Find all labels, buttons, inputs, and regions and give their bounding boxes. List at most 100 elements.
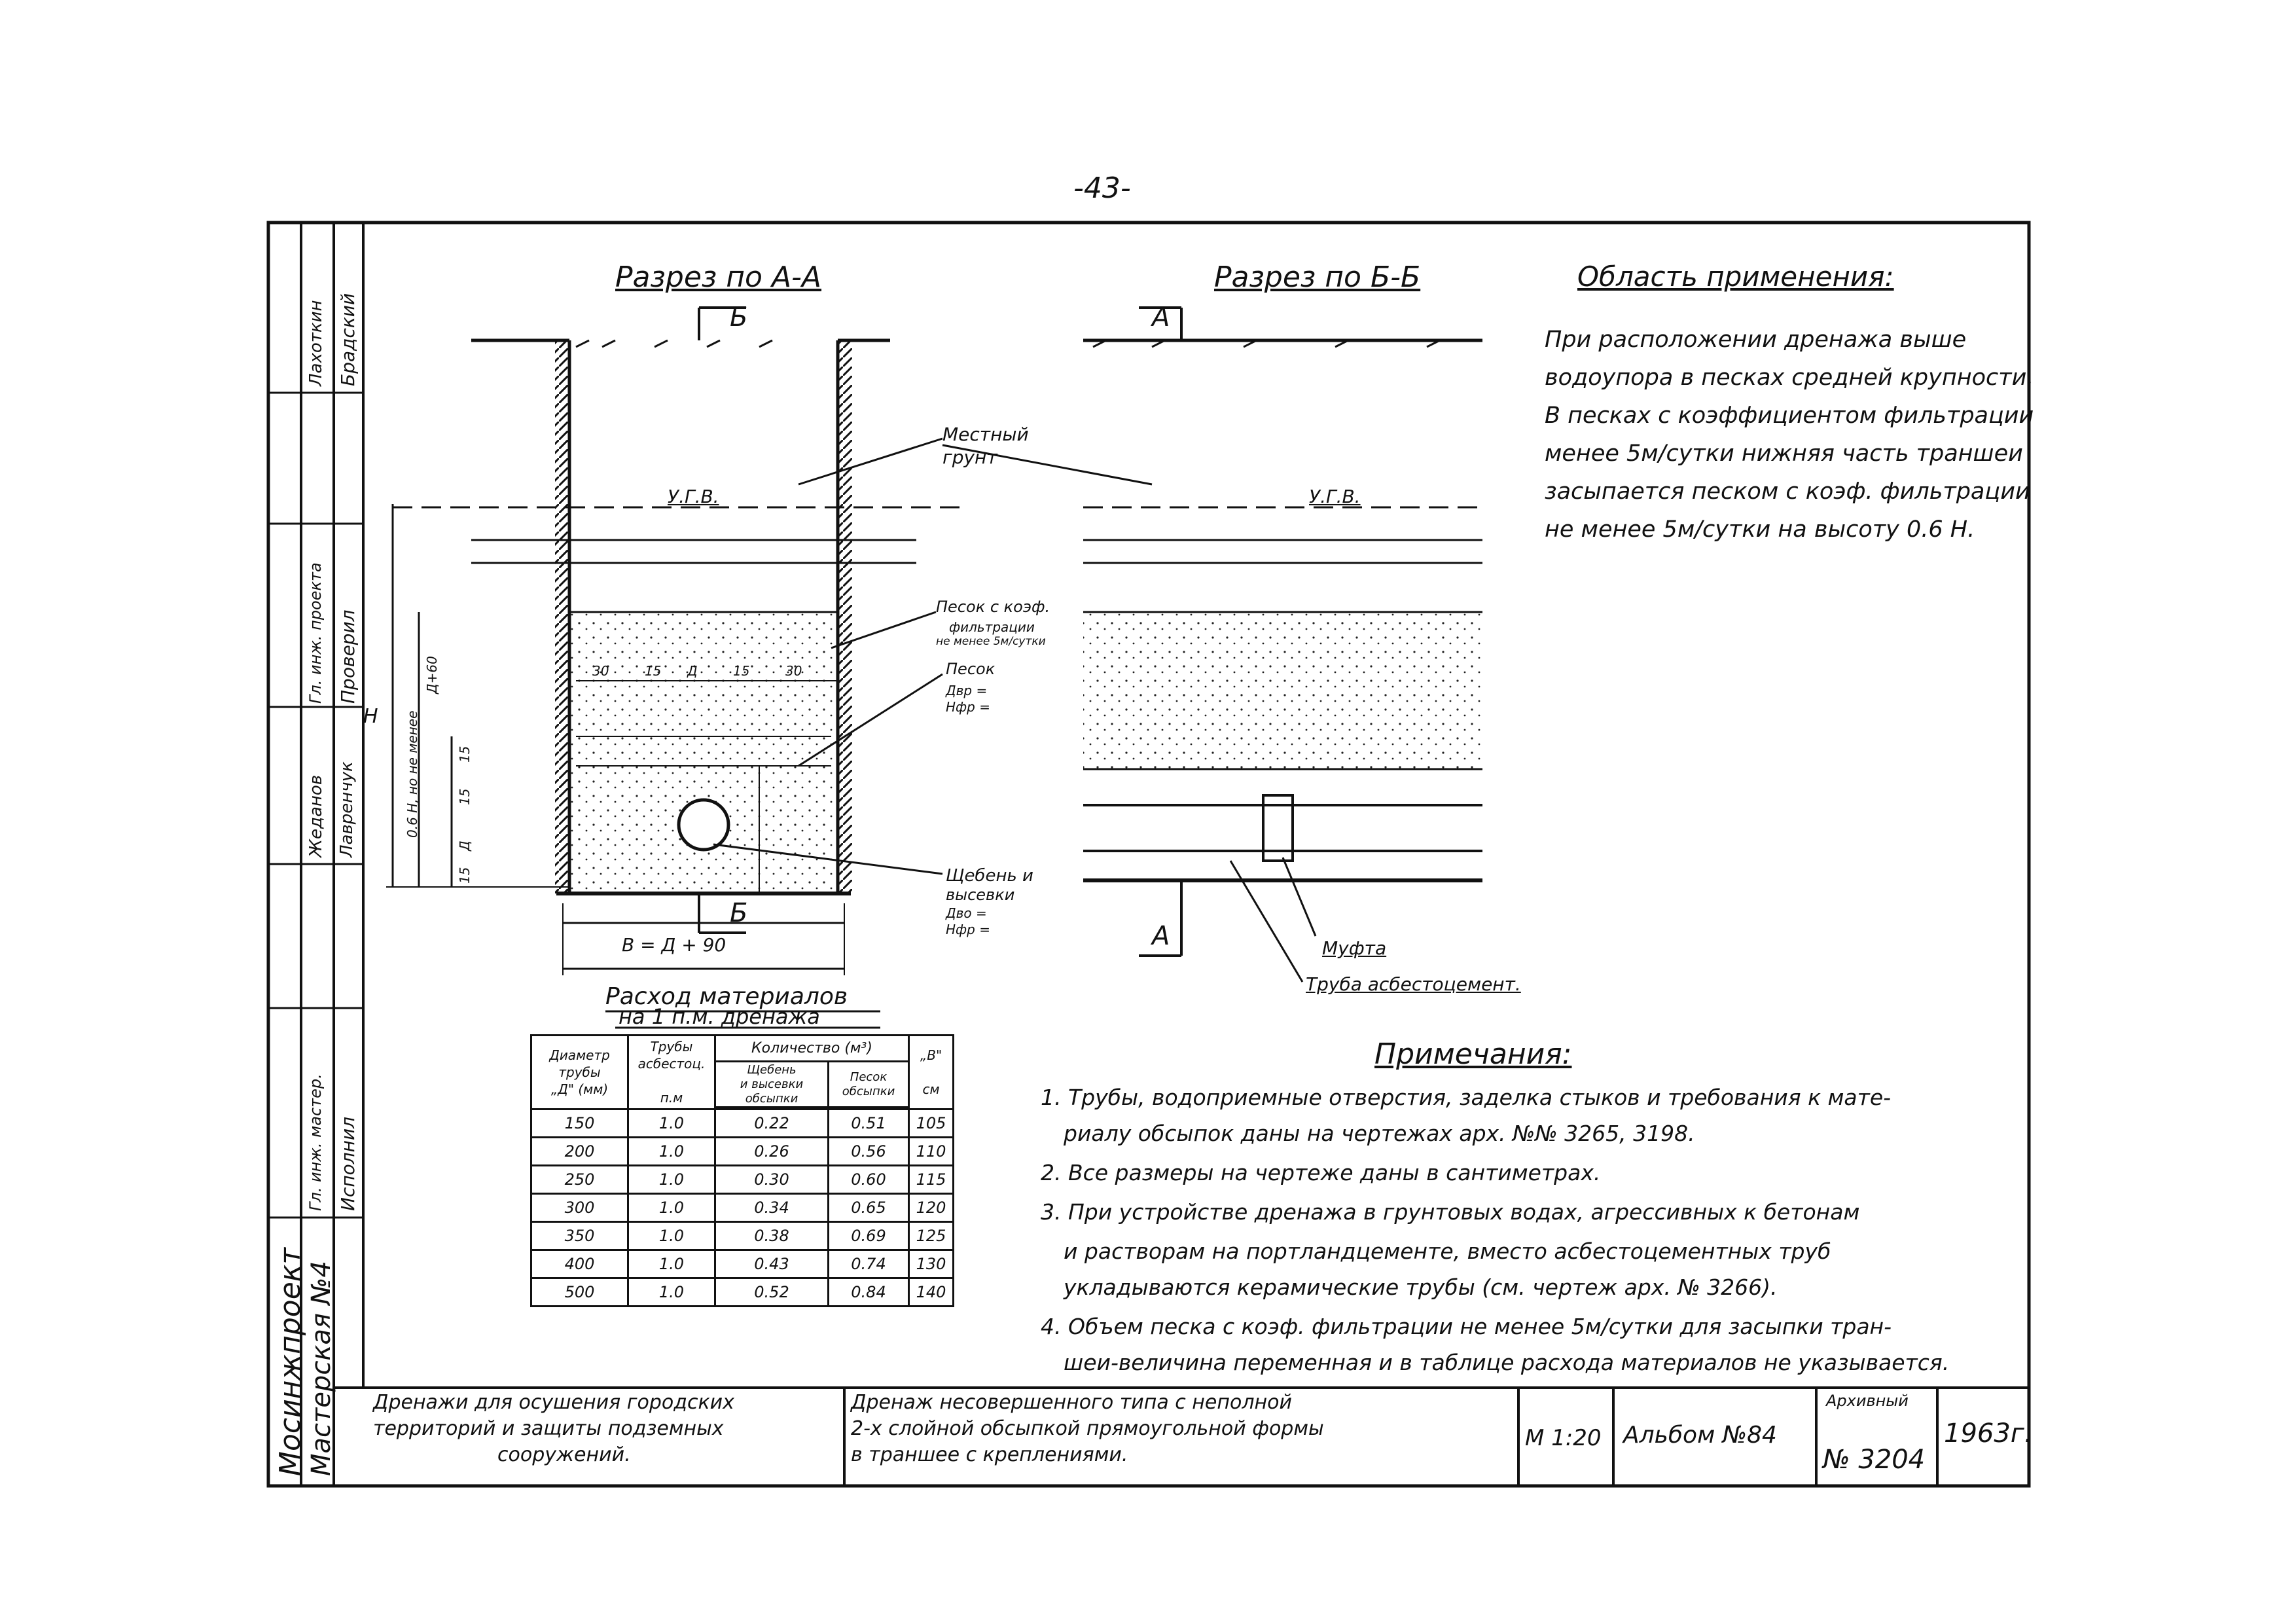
sidebar-name-3: Лавренчук (337, 761, 357, 857)
callout-gravel-1: Щебень и (946, 866, 1033, 886)
table-cell: 0.52 (714, 1277, 829, 1307)
table-cell: 125 (908, 1221, 954, 1251)
callout-sand-filter-2: фильтрации (949, 619, 1035, 635)
table-cell: 1.0 (627, 1221, 716, 1251)
table-cell: 130 (908, 1249, 954, 1279)
dim-h-label: 0.6 Н, но не менее (404, 710, 420, 838)
dim-left-2: Д (457, 840, 473, 851)
section-aa-ugv: У.Г.В. (668, 486, 719, 507)
table-cell: 0.74 (827, 1249, 910, 1279)
dim-row-2: 15 (645, 663, 662, 679)
dim-left-4: 15 (457, 746, 473, 763)
table-cell: 1.0 (627, 1136, 716, 1166)
tb-scale: М 1:20 (1525, 1425, 1602, 1451)
sidebar-name-1: Лахоткин (306, 300, 326, 386)
table-cell: 250 (530, 1164, 629, 1195)
sidebar-name-2: Брадский (337, 293, 359, 386)
callout-local-soil-1: Местный (942, 424, 1029, 445)
section-aa-title: Разрез по А-А (615, 261, 822, 294)
tb-cell1-line1: Дренажи для осушения городских (373, 1391, 734, 1414)
note-line-8: шеи-величина переменная и в таблице расх… (1064, 1350, 1950, 1375)
callout-gravel-4: Нфр = (946, 922, 990, 937)
table-cell: 500 (530, 1277, 629, 1307)
table-cell: 140 (908, 1277, 954, 1307)
scope-text: При расположении дренажа выше водоупора … (1545, 327, 2034, 543)
table-cell: 0.34 (714, 1193, 829, 1223)
sheet-frame (266, 221, 2031, 1488)
section-aa-marker-top: Б (730, 302, 748, 333)
tb-archive-no: № 3204 (1823, 1445, 1926, 1475)
dim-right: Д+60 (424, 656, 440, 694)
sidebar-role-4: Проверил (337, 609, 359, 704)
table-cell: 0.56 (827, 1136, 910, 1166)
tb-cell1-line2: территорий и защиты подземных (373, 1417, 724, 1440)
callout-sand-filter-3: не менее 5м/сутки (936, 635, 1046, 648)
dim-row-1: 30 (592, 663, 609, 679)
callout-sand-filter-1: Песок с коэф. (936, 598, 1050, 616)
section-aa-geometry (386, 306, 969, 975)
note-line-2: риалу обсыпок даны на чертежах арх. №№ 3… (1064, 1121, 1695, 1146)
sidebar-org: Мосинжпроект (274, 1248, 307, 1476)
callout-sand-2: Двр = (946, 683, 988, 698)
section-bb-marker-top: А (1152, 302, 1170, 333)
table-cell: 1.0 (627, 1164, 716, 1195)
section-bb-title: Разрез по Б-Б (1214, 261, 1421, 294)
table-cell: 105 (908, 1108, 954, 1138)
table-cell: 0.26 (714, 1136, 829, 1166)
table-cell: 350 (530, 1221, 629, 1251)
table-cell: 0.84 (827, 1277, 910, 1307)
sidebar-role-2: Исполнил (337, 1116, 359, 1211)
sidebar-role-3: Гл. инж. проекта (306, 562, 325, 704)
table-cell: 1.0 (627, 1277, 716, 1307)
dim-h: Н (363, 705, 378, 728)
sidebar-workshop: Мастерская №4 (306, 1261, 336, 1476)
table-cell: 200 (530, 1136, 629, 1166)
note-line-7: 4. Объем песка с коэф. фильтрации не мен… (1041, 1314, 1892, 1339)
tb-archive-label: Архивный (1826, 1392, 1909, 1410)
table-cell: 0.69 (827, 1221, 910, 1251)
callout-sand-1: Песок (946, 660, 996, 678)
dim-left-3: 15 (457, 788, 473, 805)
table-cell: 0.65 (827, 1193, 910, 1223)
dim-row-4: 15 (733, 663, 750, 679)
note-line-3: 2. Все размеры на чертеже даны в сантиме… (1041, 1160, 1601, 1185)
tb-cell2-line1: Дренаж несовершенного типа с неполной (851, 1391, 1292, 1414)
table-cell: 110 (908, 1136, 954, 1166)
table-cell: 0.38 (714, 1221, 829, 1251)
page-number: -43- (1073, 171, 1131, 205)
dim-row-3: Д (687, 663, 698, 679)
dim-row-5: 30 (785, 663, 802, 679)
callout-gravel-2: высевки (946, 886, 1015, 904)
section-bb-geometry (1083, 306, 1482, 957)
table-cell: 0.30 (714, 1164, 829, 1195)
tb-cell2-line2: 2-х слойной обсыпкой прямоугольной формы (851, 1417, 1324, 1440)
tb-album: Альбом №84 (1623, 1422, 1777, 1449)
tb-cell1-line3: сооружений. (497, 1443, 631, 1466)
callout-sand-3: Нфр = (946, 699, 990, 715)
table-cell: 300 (530, 1193, 629, 1223)
table-cell: 1.0 (627, 1249, 716, 1279)
table-cell: 1.0 (627, 1193, 716, 1223)
callout-local-soil-2: грунт (942, 446, 997, 468)
note-line-4: 3. При устройстве дренажа в грунтовых во… (1041, 1199, 1860, 1225)
section-aa-marker-bottom: Б (730, 898, 748, 928)
table-cell: 115 (908, 1164, 954, 1195)
note-line-5: и растворам на портландцементе, вместо а… (1064, 1238, 1831, 1264)
dim-bottom-width: В = Д + 90 (622, 934, 726, 956)
callout-gravel-3: Дво = (946, 905, 987, 921)
sidebar-role-1: Гл. инж. мастер. (306, 1074, 325, 1211)
dim-left-1: 15 (457, 867, 473, 884)
table-cell: 0.51 (827, 1108, 910, 1138)
